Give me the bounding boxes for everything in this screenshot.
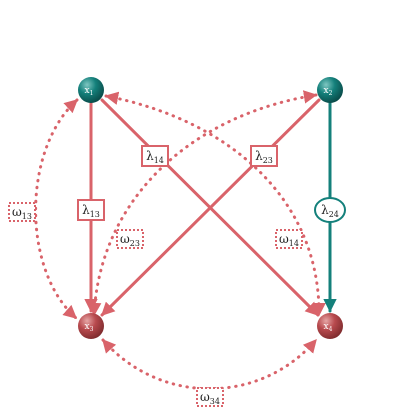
svg-text:λ24: λ24: [321, 203, 339, 219]
node-x3: x3: [78, 313, 104, 339]
label-l24: λ24: [314, 197, 346, 223]
svg-text:x2: x2: [324, 86, 333, 97]
label-w14: ω14: [275, 229, 303, 249]
node-x1: x1: [78, 77, 104, 103]
label-l13: λ13: [77, 199, 105, 221]
svg-text:ω13: ω13: [12, 205, 32, 221]
svg-text:λ23: λ23: [255, 149, 273, 165]
edge-l23: [100, 98, 321, 317]
svg-text:λ13: λ13: [82, 203, 100, 219]
svg-text:x1: x1: [85, 86, 94, 97]
label-w34: ω34: [196, 387, 224, 407]
edge-w23: [87, 90, 318, 317]
edge-w13: [34, 98, 79, 320]
label-w23: ω23: [116, 229, 144, 249]
svg-text:ω23: ω23: [120, 232, 140, 248]
svg-text:x3: x3: [85, 322, 94, 333]
svg-text:ω34: ω34: [200, 390, 220, 406]
svg-text:λ14: λ14: [146, 149, 164, 165]
label-l14: λ14: [141, 145, 169, 167]
node-x4: x4: [317, 313, 343, 339]
label-l23: λ23: [250, 145, 278, 167]
edge-w34: [101, 338, 318, 391]
svg-text:ω14: ω14: [279, 232, 299, 248]
label-w13: ω13: [8, 202, 36, 222]
node-x2: x2: [317, 77, 343, 103]
svg-text:x4: x4: [324, 322, 333, 333]
